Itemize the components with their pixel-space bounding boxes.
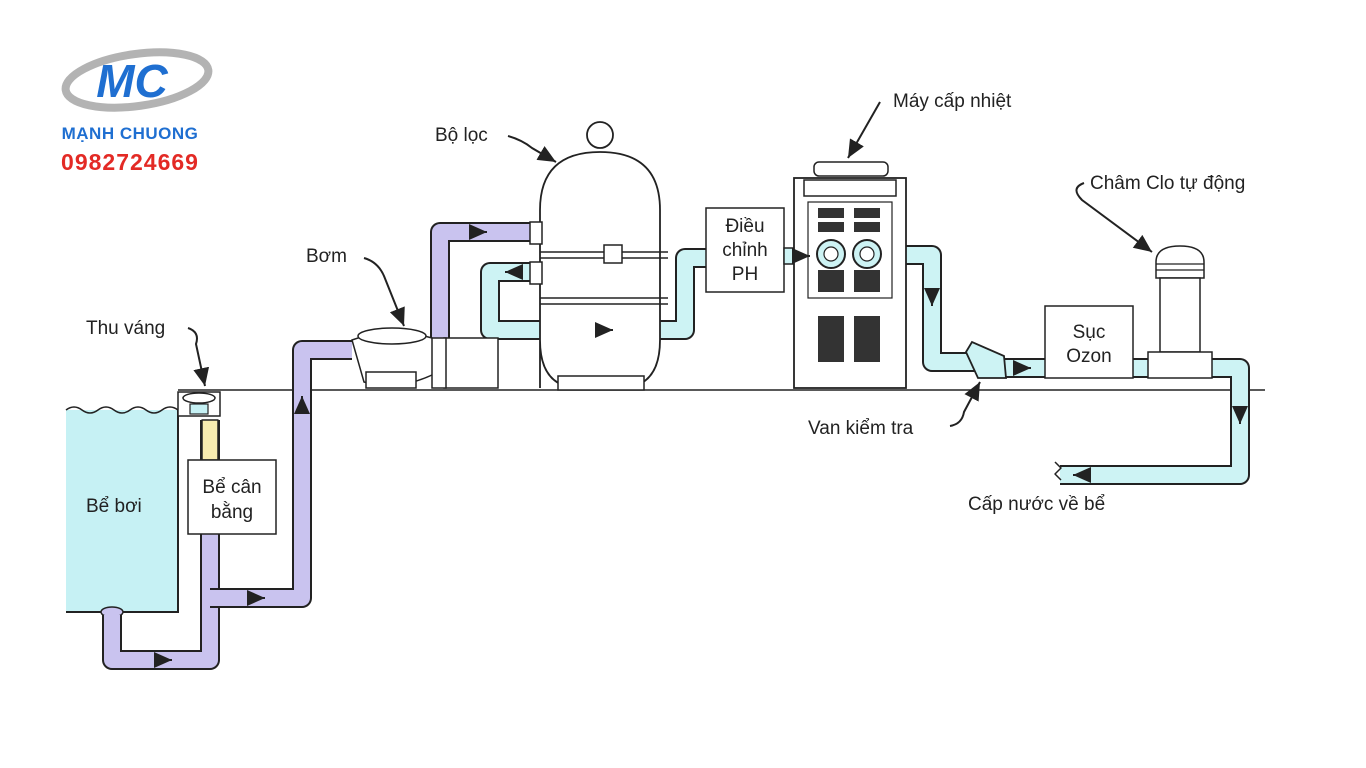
return-to-pool-pipe bbox=[1060, 358, 1250, 485]
callout-leaders bbox=[187, 101, 1153, 427]
ph-label-line3: PH bbox=[732, 264, 758, 285]
filter-clamp bbox=[603, 244, 623, 264]
chlorinator-cap bbox=[1155, 245, 1205, 279]
filter-inlet-port bbox=[529, 221, 543, 245]
pool: Bể bơi bbox=[65, 406, 179, 618]
heater-inlet-inner bbox=[823, 246, 839, 262]
pool-wave bbox=[65, 406, 179, 414]
ph-label-line1: Điều bbox=[725, 216, 764, 237]
filter-label: Bộ lọc bbox=[435, 125, 488, 146]
chlorinator-leader bbox=[1075, 182, 1153, 253]
balance-tank-label-line2: bằng bbox=[211, 501, 253, 523]
pump-motor-cap bbox=[431, 337, 447, 389]
filter-leader bbox=[507, 135, 557, 163]
filter-top-valve bbox=[586, 121, 614, 149]
logo: MC MẠNH CHUONG 0982724669 bbox=[61, 48, 213, 175]
pool-label: Bể bơi bbox=[86, 496, 142, 517]
chlorinator-body bbox=[1159, 277, 1201, 353]
flow-arrows bbox=[154, 224, 1248, 668]
chlorinator-base bbox=[1147, 351, 1213, 379]
ph-controller: Điều chỉnh PH bbox=[705, 207, 815, 293]
heater bbox=[793, 161, 907, 389]
heater-label: Máy cấp nhiệt bbox=[893, 91, 1012, 112]
skimmer-leader bbox=[187, 327, 210, 387]
heater-leader bbox=[847, 101, 881, 159]
skimmer bbox=[177, 391, 221, 417]
balance-tank-box bbox=[187, 459, 277, 535]
pump-foot bbox=[365, 371, 417, 389]
return-label: Cấp nước về bể bbox=[968, 494, 1105, 515]
logo-mark: MC bbox=[96, 55, 168, 107]
skimmer-basket bbox=[189, 403, 209, 415]
skimmer-label: Thu váng bbox=[86, 318, 165, 339]
heater-outlet-inner bbox=[859, 246, 875, 262]
pipe-break-icon bbox=[1054, 461, 1062, 481]
balance-line bbox=[201, 419, 219, 461]
ozone-box bbox=[1044, 305, 1134, 379]
ozone-label-line1: Sục bbox=[1073, 322, 1106, 343]
check-valve bbox=[964, 340, 1007, 379]
heater-lid bbox=[813, 161, 889, 177]
sand-filter bbox=[529, 121, 668, 391]
brand-phone: 0982724669 bbox=[61, 149, 199, 175]
skimmer-lid bbox=[182, 392, 216, 404]
ph-controller-box bbox=[705, 207, 785, 293]
filter-outlet-port bbox=[529, 261, 543, 285]
chlorinator bbox=[1147, 245, 1213, 379]
ozone-label-line2: Ozon bbox=[1066, 346, 1111, 367]
heater-top-plate bbox=[803, 179, 897, 197]
pump-label: Bơm bbox=[306, 246, 347, 267]
logo-swoosh bbox=[61, 48, 213, 112]
brand-name: MẠNH CHUONG bbox=[62, 124, 199, 143]
check-valve-label: Van kiểm tra bbox=[808, 418, 914, 439]
pump-lid bbox=[357, 327, 427, 345]
filter-base bbox=[557, 375, 645, 391]
pump-discharge-pipe bbox=[430, 222, 535, 340]
pool-water bbox=[66, 410, 178, 612]
balance-tank: Bể cân bằng bbox=[187, 459, 277, 535]
pump-motor bbox=[443, 337, 499, 389]
balance-tank-label-line1: Bể cân bbox=[202, 477, 261, 498]
filter-tank bbox=[539, 151, 661, 389]
check-valve-body bbox=[964, 340, 1007, 379]
ph-label-line2: chỉnh bbox=[722, 240, 767, 261]
chlorinator-label: Châm Clo tự động bbox=[1090, 173, 1245, 194]
heater-vents bbox=[818, 208, 880, 362]
pump bbox=[351, 327, 499, 389]
check-valve-leader bbox=[949, 381, 981, 427]
pump-leader bbox=[363, 257, 405, 327]
ozone-unit: Sục Ozon bbox=[1044, 305, 1134, 379]
